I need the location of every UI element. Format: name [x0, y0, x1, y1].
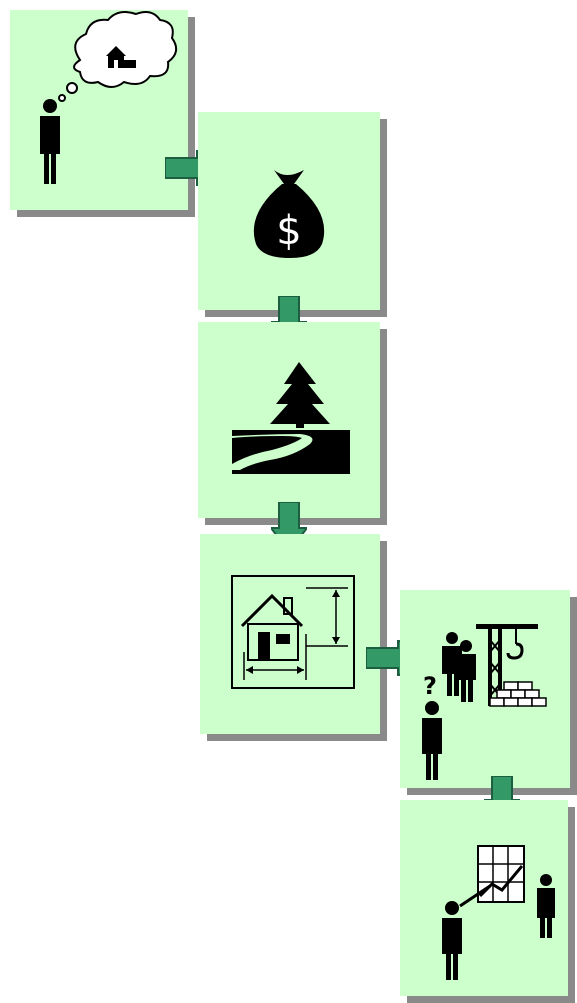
step-box-idea	[10, 10, 188, 210]
question-mark-label: ?	[423, 672, 437, 700]
tree-and-road-icon	[232, 362, 350, 474]
builders-and-crane-icon: ?	[422, 624, 547, 780]
person-thinking-of-house-icon	[40, 11, 178, 184]
step-box-financing: $	[198, 112, 380, 310]
step-box-presentation	[400, 800, 568, 996]
step-box-land	[198, 322, 380, 518]
dollar-sign-label: $	[276, 208, 301, 254]
house-blueprint-icon	[231, 575, 355, 689]
money-bag-icon: $	[253, 170, 325, 258]
step-box-construction: ?	[400, 590, 570, 788]
presenter-and-board-icon	[442, 845, 555, 980]
step-box-plan	[200, 534, 380, 734]
